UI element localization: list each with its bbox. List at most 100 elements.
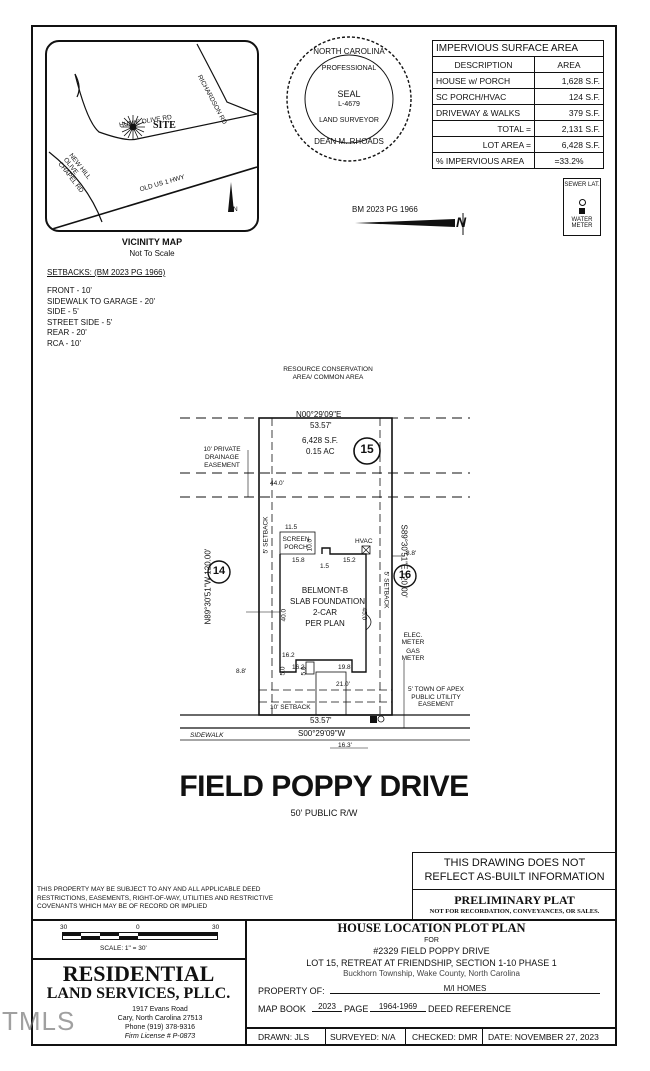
dimension: 5.0 [300, 666, 308, 676]
setback-item: SIDE - 5' [47, 307, 79, 316]
surveyed-by: SURVEYED: N/A [330, 1032, 396, 1042]
house-garage: 2-CAR [312, 608, 337, 617]
seal-text: L-4679 [338, 101, 360, 108]
legend-text: SEWER LAT. [564, 182, 600, 188]
drawn-by: DRAWN: JLS [258, 1032, 310, 1042]
right-of-way: 50' PUBLIC R/W [290, 808, 358, 818]
divider [482, 1027, 483, 1046]
company-name: RESIDENTIAL [62, 961, 215, 986]
sidewalk-label: SIDEWALK [190, 732, 224, 739]
preliminary-plat-box: PRELIMINARY PLAT NOT FOR RECORDATION, CO… [412, 889, 617, 920]
plan-address: #2329 FIELD POPPY DRIVE [373, 946, 490, 956]
dimension: 8.8' [236, 668, 247, 675]
dimension: 10.0 [306, 538, 314, 552]
watermark: TMLS [2, 1006, 76, 1036]
scale-label: SCALE: 1" = 30' [100, 945, 147, 952]
vicinity-map: HUMIE OLIVE RD RICHARDSON RD NEW HILL OL… [45, 40, 259, 232]
dimension: 11.5 [285, 524, 298, 531]
disclaimer: THIS PROPERTY MAY BE SUBJECT TO ANY AND … [37, 886, 274, 910]
gas-meter-label: GAS METER [401, 648, 425, 662]
setback-item: SIDEWALK TO GARAGE - 20' [47, 296, 156, 306]
plan-township: Buckhorn Township, Wake County, North Ca… [343, 969, 520, 978]
bottom-bearing: S00°29'09"W [298, 729, 346, 738]
setback-item: REAR - 20' [47, 328, 87, 337]
top-bearing: N00°29'09"E [296, 410, 342, 419]
dimension: 5.0 [279, 666, 287, 676]
dimension: 15.8 [292, 557, 305, 564]
lot-number: 15 [360, 442, 374, 456]
north-arrow-letter: N [456, 214, 467, 230]
dimension: 19.8 [338, 664, 351, 671]
dimension: 16.2 [282, 652, 295, 659]
prelim-title: PRELIMINARY PLAT [454, 893, 575, 907]
seal-text: DEAN M. RHOADS [314, 137, 384, 146]
utility-easement: 5' TOWN OF APEX PUBLIC UTILITY EASEMENT [408, 686, 464, 708]
deed-reference-label: DEED REFERENCE [428, 1004, 512, 1014]
company-name: LAND SERVICES, PLLC. [46, 985, 231, 1002]
house-foundation: SLAB FOUNDATION [290, 597, 365, 606]
side-setback: 5' SETBACK [382, 571, 390, 609]
scale-tick: 0 [136, 924, 140, 931]
dimension: 1.5 [320, 563, 330, 570]
dimension: 15.2 [343, 557, 356, 564]
scale-tick: 30 [60, 924, 68, 931]
scale-tick: 30 [212, 924, 220, 931]
legend-text: WATER METER [571, 217, 593, 229]
page-label: PAGE [344, 1004, 369, 1014]
divider [245, 919, 247, 1046]
utility-legend: SEWER LAT. WATER METER [563, 178, 601, 236]
company-address: Cary, North Carolina 27513 [117, 1015, 203, 1022]
dimension: 16.3' [338, 742, 352, 749]
lot-area-ac: 0.15 AC [306, 447, 335, 456]
right-bearing: S89°30'51"E 120.00' [399, 524, 409, 598]
property-value: M/I HOMES [330, 984, 600, 994]
table-cell: =33.2% [534, 152, 604, 169]
notice-text: THIS DRAWING DOES NOT [443, 857, 586, 869]
setbacks-list: FRONT - 10' SIDEWALK TO GARAGE - 20' SID… [47, 286, 155, 349]
checked-by: CHECKED: DMR [412, 1032, 478, 1042]
mapbook-value: 2023 [312, 1002, 342, 1012]
street-name: FIELD POPPY DRIVE [179, 770, 469, 803]
table-row: LOT AREA =6,428 S.F. [432, 136, 604, 153]
divider [325, 1027, 326, 1046]
company-phone: Phone (919) 378-9316 [124, 1024, 196, 1031]
seal-text: SEAL [337, 89, 361, 99]
dimension: 21.0' [336, 681, 350, 688]
house-model: BELMONT-B [301, 586, 349, 595]
sewer-icon [579, 199, 586, 206]
screen-porch-label: SCREEN PORCH [282, 536, 310, 551]
setback-item: FRONT - 10' [47, 286, 92, 295]
plan-lot: LOT 15, RETREAT AT FRIENDSHIP, SECTION 1… [306, 958, 557, 968]
lot-area-sf: 6,428 S.F. [302, 436, 339, 445]
rca-label: RESOURCE CONSERVATION AREA/ COMMON AREA [283, 366, 373, 381]
front-setback: 10' SETBACK [270, 704, 311, 711]
plan-date: DATE: NOVEMBER 27, 2023 [488, 1032, 599, 1042]
seal-text: LAND SURVEYOR [319, 117, 379, 124]
setback-item: STREET SIDE - 5' [47, 317, 113, 327]
top-distance: 53.57' [310, 421, 332, 430]
dimension: 40.0 [280, 608, 288, 622]
page-value: 1964-1969 [370, 1002, 426, 1012]
site-label: SITE [153, 120, 176, 131]
north-arrow-reference: BM 2023 PG 1966 [352, 205, 418, 214]
plan-for: FOR [424, 937, 439, 944]
company-address: 1917 Evans Road [132, 1006, 188, 1013]
as-built-notice: THIS DRAWING DOES NOT REFLECT AS-BUILT I… [412, 852, 617, 890]
notice-text: REFLECT AS-BUILT INFORMATION [424, 871, 605, 883]
seal-text: NORTH CAROLINA [313, 47, 385, 56]
prelim-subtitle: NOT FOR RECORDATION, CONVEYANCES, OR SAL… [429, 908, 600, 915]
water-meter-icon [579, 208, 585, 214]
dimension: 8.8' [406, 550, 417, 557]
dimension: 44.0' [270, 480, 284, 487]
dimension: 16.2 [292, 664, 305, 671]
plan-title: HOUSE LOCATION PLOT PLAN [337, 921, 526, 935]
divider [245, 1027, 617, 1029]
divider [405, 1027, 406, 1046]
company-license: Firm License # P-0873 [124, 1033, 196, 1040]
table-cell: 124 S.F. [534, 88, 604, 105]
elec-meter-label: ELEC. METER [401, 632, 425, 646]
seal-text: PROFESSIONAL [321, 65, 377, 72]
divider [31, 919, 617, 921]
scale-bar [62, 932, 218, 940]
hvac-label: HVAC [355, 538, 373, 545]
